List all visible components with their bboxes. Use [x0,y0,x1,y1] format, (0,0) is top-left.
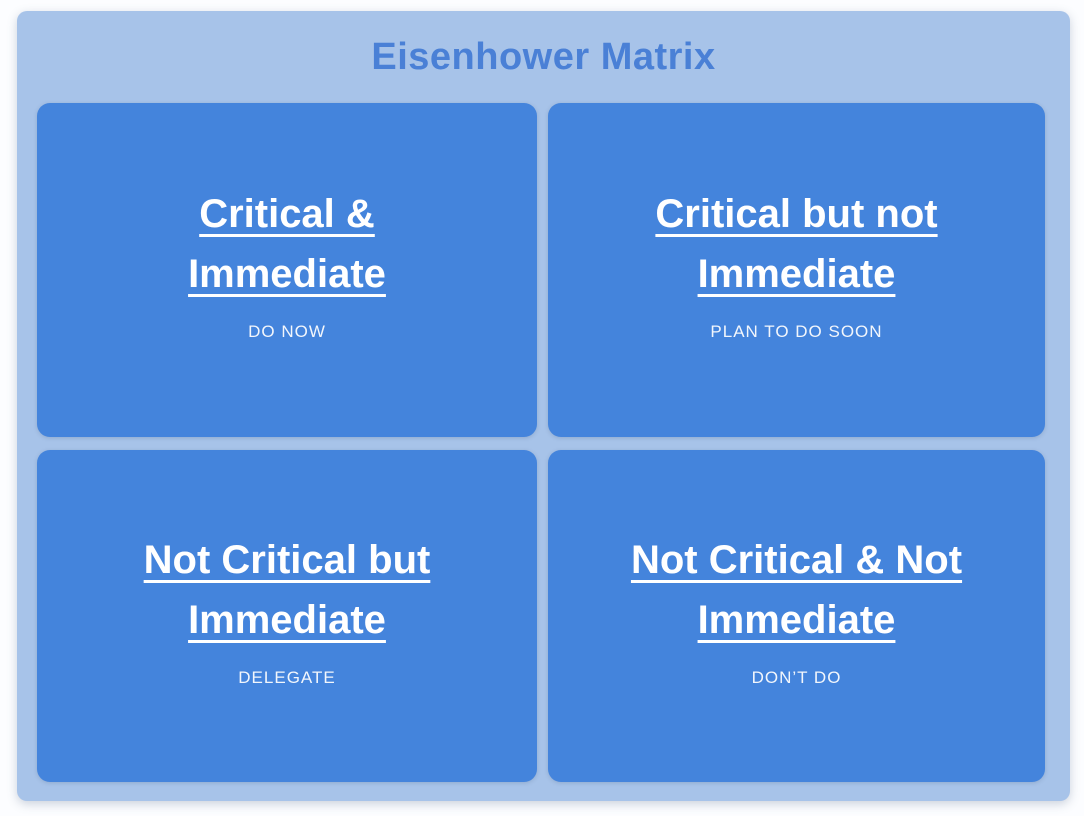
quadrant-not-critical-immediate: Not Critical but Immediate DELEGATE [37,450,537,782]
quadrant-action-do-now: DO NOW [248,322,326,341]
quadrant-action-plan-to-do-soon: PLAN TO DO SOON [710,322,883,341]
quadrant-critical-not-immediate: Critical but not Immediate PLAN TO DO SO… [548,103,1045,437]
quadrant-heading-not-critical-not-immediate[interactable]: Not Critical & Not Immediate [630,538,963,642]
quadrant-action-delegate: DELEGATE [238,668,336,687]
quadrant-heading-critical-immediate[interactable]: Critical & Immediate [188,192,386,296]
quadrant-grid: Critical & Immediate DO NOW Critical but… [37,103,1046,782]
matrix-container: Eisenhower Matrix Critical & Immediate D… [17,11,1070,801]
page-title: Eisenhower Matrix [371,35,716,78]
quadrant-not-critical-not-immediate: Not Critical & Not Immediate DON’T DO [548,450,1045,782]
quadrant-action-dont-do: DON’T DO [751,668,842,687]
quadrant-critical-immediate: Critical & Immediate DO NOW [37,103,537,437]
quadrant-heading-critical-not-immediate[interactable]: Critical but not Immediate [655,192,938,296]
quadrant-heading-not-critical-immediate[interactable]: Not Critical but Immediate [143,538,431,642]
